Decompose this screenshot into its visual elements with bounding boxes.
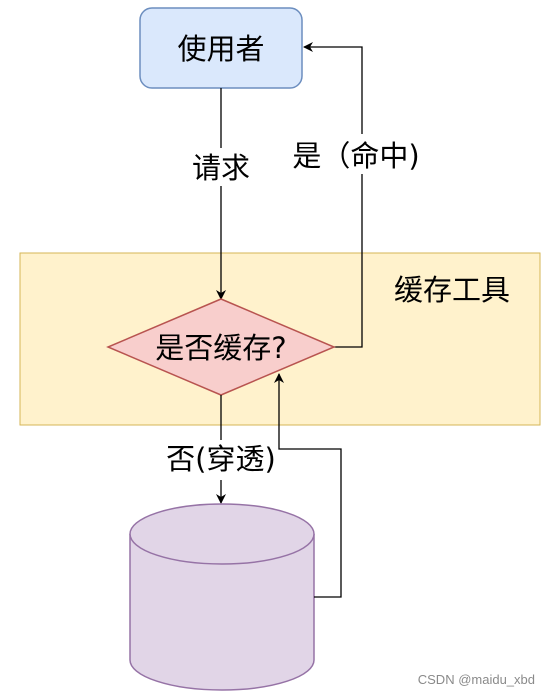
hit-label: 是（命中) — [292, 139, 419, 173]
cache-tool-label: 缓存工具 — [394, 273, 510, 307]
request-label-bg — [188, 148, 254, 186]
request-label: 请求 — [192, 151, 250, 185]
database-node — [129, 503, 315, 691]
watermark-text: CSDN @maidu_xbd — [418, 672, 535, 687]
hit-edge — [303, 42, 363, 348]
miss-label-bg — [150, 440, 294, 480]
writeback-edge — [274, 373, 342, 598]
user-label: 使用者 — [177, 32, 264, 66]
database-body — [129, 534, 315, 691]
hit-label-bg — [282, 134, 430, 174]
database-top — [129, 503, 315, 565]
decision-label: 是否缓存? — [155, 331, 286, 365]
miss-label: 否(穿透) — [166, 442, 276, 476]
